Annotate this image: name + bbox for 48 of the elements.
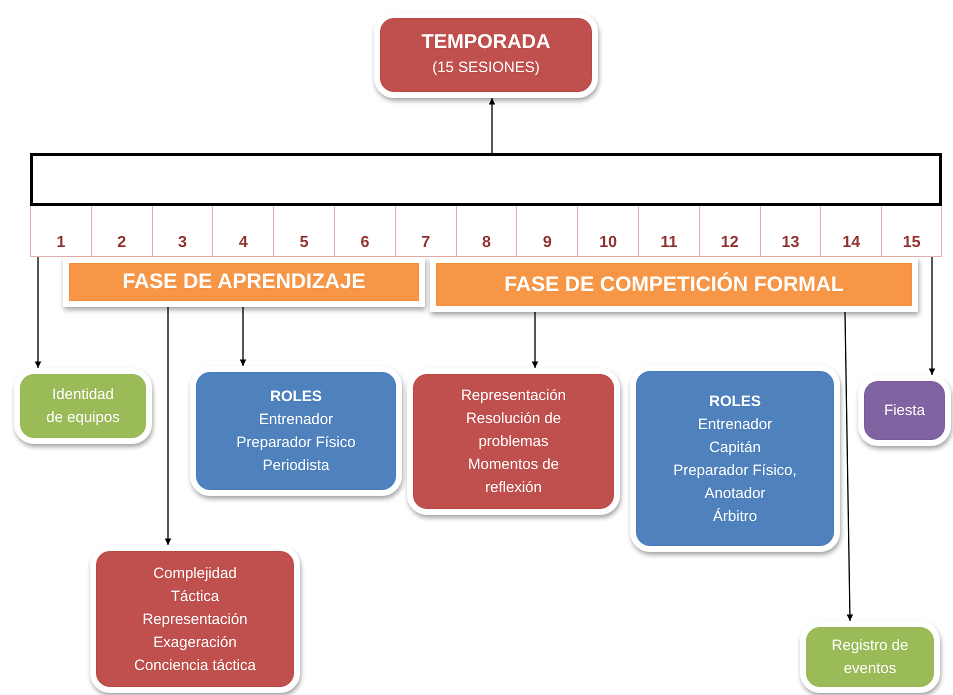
- box-text: Fiesta: [884, 401, 925, 421]
- session-number: 1: [56, 234, 66, 252]
- box-text: Entrenador: [698, 414, 772, 434]
- session-number: 8: [482, 234, 491, 252]
- session-number: 11: [660, 234, 678, 252]
- box-text: Exageración: [153, 632, 237, 652]
- box-heading: TEMPORADA: [422, 30, 550, 55]
- box-text: Preparador Físico: [236, 433, 356, 453]
- box-text: Táctica: [170, 586, 220, 606]
- arrow: [34, 257, 42, 368]
- session-number: 15: [902, 234, 920, 252]
- session-number: 2: [117, 234, 126, 252]
- arrow: [532, 312, 538, 368]
- phase-title: FASE DE COMPETICIÓN FORMAL: [504, 272, 844, 296]
- box-text: Anotador: [704, 484, 766, 504]
- box-text: Árbitro: [712, 506, 758, 526]
- box-text: Representación: [460, 386, 566, 406]
- box-text: Momentos de reflexión: [467, 455, 560, 498]
- phase-title: FASE DE APRENDIZAJE: [122, 270, 366, 294]
- box-text: Identidad de equipos: [45, 385, 121, 428]
- box-text: Capitán: [709, 438, 761, 458]
- box-text: Representación: [142, 610, 248, 630]
- arrow: [164, 307, 172, 545]
- arrow: [240, 307, 246, 366]
- arrow: [844, 312, 854, 622]
- session-number: 10: [599, 234, 617, 252]
- session-number: 5: [300, 234, 309, 252]
- box-text: Conciencia táctica: [134, 656, 256, 676]
- arrow: [928, 257, 936, 375]
- box-heading: ROLES: [709, 392, 761, 412]
- box-text: Preparador Físico,: [673, 460, 797, 480]
- arrow: [488, 98, 496, 153]
- session-number: 3: [178, 234, 187, 252]
- session-number: 6: [360, 234, 370, 252]
- box-text: (15 SESIONES): [432, 58, 540, 78]
- box-text: Entrenador: [258, 410, 334, 430]
- session-number: 4: [238, 234, 248, 252]
- session-number: 13: [782, 234, 800, 252]
- box-text: Complejidad: [153, 564, 237, 584]
- box-text: Resolución de problemas: [464, 409, 562, 452]
- box-text: Periodista: [262, 456, 330, 476]
- timeline-bar: [30, 153, 942, 206]
- box-heading: ROLES: [270, 387, 322, 407]
- box-text: Registro de eventos: [830, 636, 910, 679]
- session-number: 12: [720, 234, 739, 252]
- session-number: 7: [421, 234, 430, 252]
- session-number: 14: [842, 234, 860, 252]
- session-number: 9: [542, 234, 552, 252]
